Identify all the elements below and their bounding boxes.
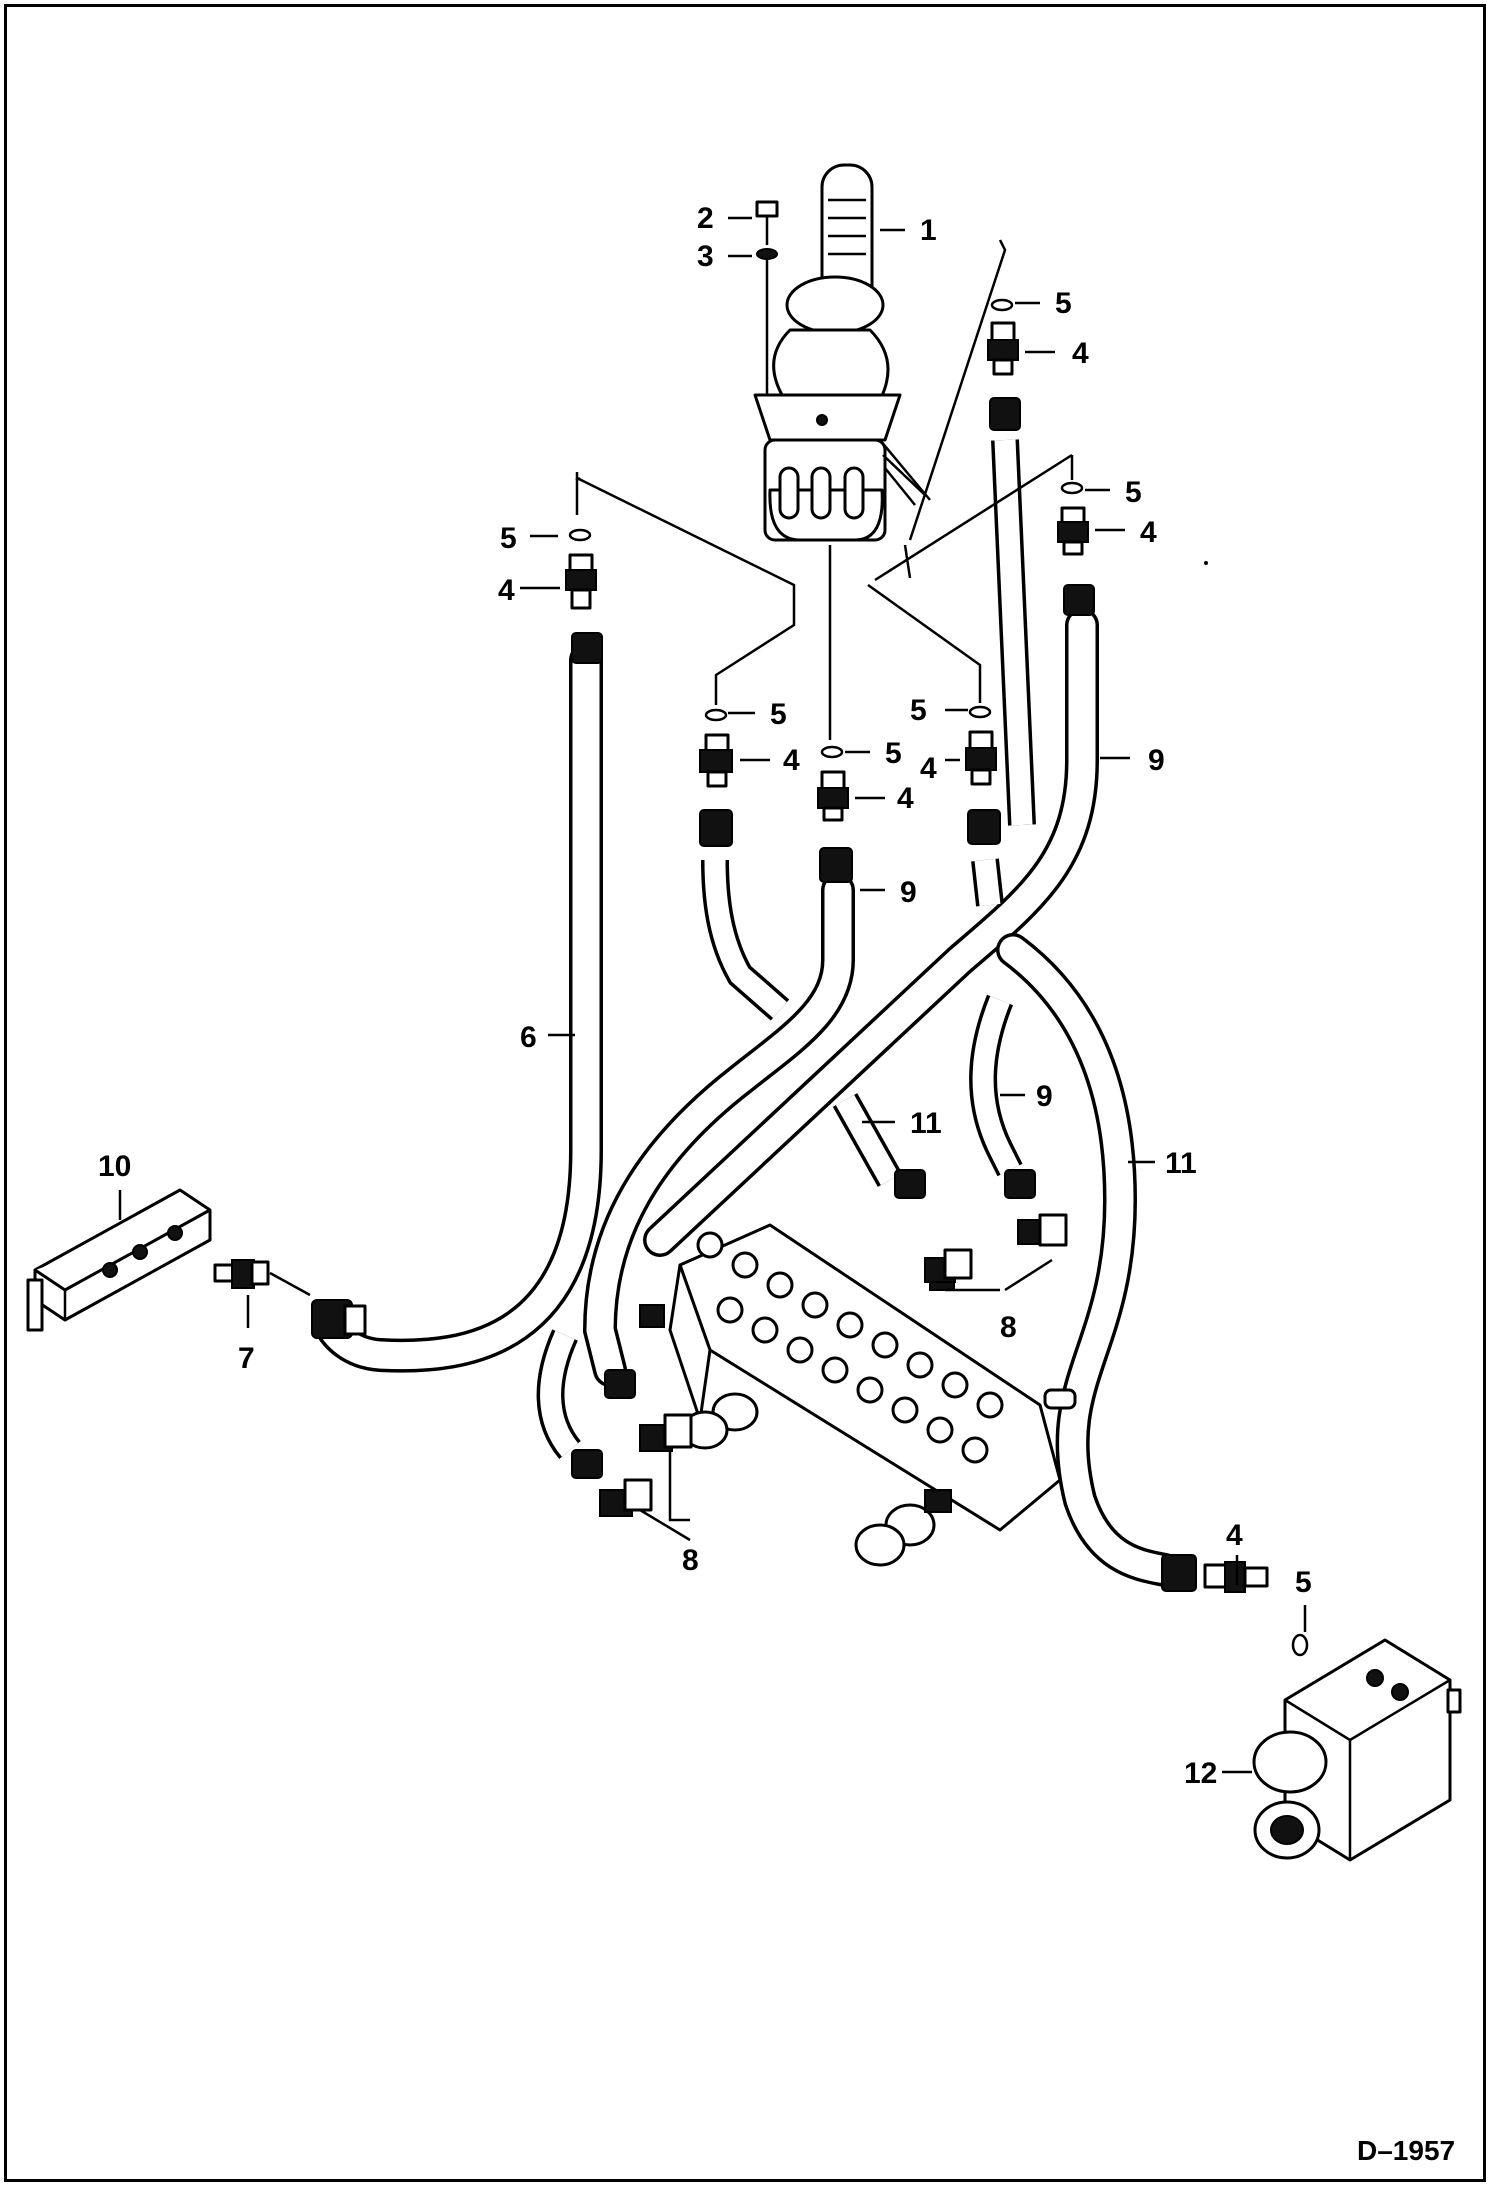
- callout-5: 5: [1125, 476, 1142, 509]
- callout-5: 5: [770, 698, 787, 731]
- callout-5: 5: [500, 522, 517, 555]
- callout-5: 5: [1295, 1566, 1312, 1599]
- callout-1: 1: [920, 214, 937, 247]
- stray-dot: [1204, 561, 1208, 565]
- valve-block-12: [1252, 1638, 1462, 1862]
- callout-6: 6: [520, 1021, 537, 1054]
- callout-12: 12: [1184, 1757, 1217, 1790]
- document-id: D–1957: [1357, 2135, 1455, 2166]
- adapter-7: [213, 1259, 367, 1339]
- callout-4: 4: [498, 574, 515, 607]
- callout-labels: 1 2 3 4 4 4 4 4 4 4 5 5 5 5 5 5 5 6 7 8 …: [98, 202, 1312, 1790]
- manifold-block-10: [26, 1188, 212, 1332]
- callout-leaders: [118, 216, 1307, 1774]
- callout-3: 3: [697, 240, 714, 273]
- callout-8: 8: [682, 1544, 699, 1577]
- callout-2: 2: [697, 202, 714, 235]
- callout-10: 10: [98, 1150, 131, 1183]
- callout-11: 11: [910, 1107, 942, 1140]
- elbow-fittings: [571, 1169, 1068, 1542]
- callout-8: 8: [1000, 1311, 1017, 1344]
- callout-11: 11: [1165, 1147, 1197, 1180]
- callout-9: 9: [900, 876, 917, 909]
- callout-9: 9: [1148, 744, 1165, 777]
- leader-lines: [575, 239, 1074, 740]
- callout-4: 4: [783, 744, 800, 777]
- callout-5: 5: [910, 694, 927, 727]
- control-valve: [639, 1223, 1077, 1567]
- hoses: [313, 439, 1182, 1587]
- fittings: [565, 298, 1309, 1657]
- callout-4: 4: [1072, 337, 1089, 370]
- callout-4: 4: [897, 782, 914, 815]
- bolt-and-washer: [755, 200, 779, 395]
- callout-7: 7: [238, 1342, 255, 1375]
- callout-5: 5: [1055, 287, 1072, 320]
- callout-4: 4: [1226, 1519, 1243, 1552]
- callout-5: 5: [885, 737, 902, 770]
- callout-4: 4: [920, 752, 937, 785]
- callout-4: 4: [1140, 516, 1157, 549]
- joystick-assembly: [753, 163, 931, 542]
- callout-9: 9: [1036, 1080, 1053, 1113]
